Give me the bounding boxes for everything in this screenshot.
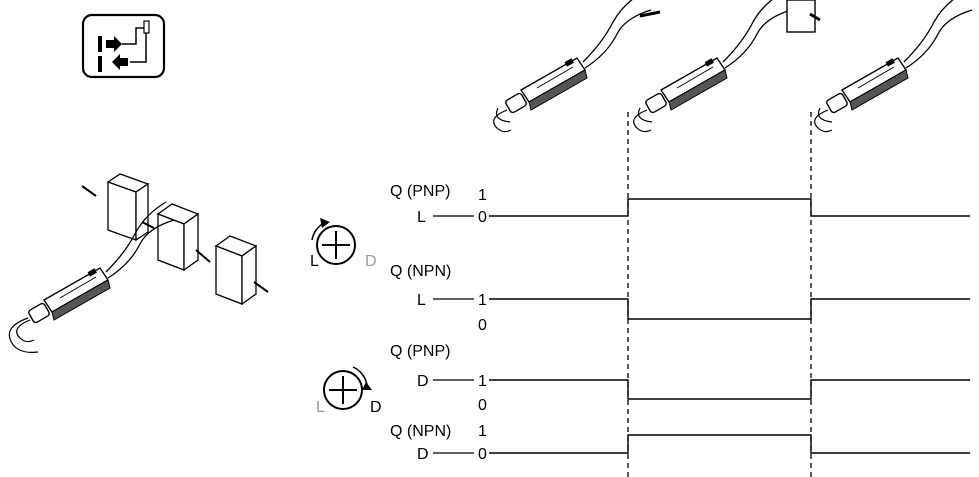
signal-title: Q (NPN): [390, 423, 451, 440]
signal-mode: L: [417, 292, 426, 309]
signal-waveform: [489, 198, 970, 217]
signal-high-label: 1: [478, 187, 487, 204]
switch-label-inactive: D: [365, 253, 377, 270]
signal-mode: L: [417, 209, 426, 226]
signal-high-label: 1: [478, 373, 487, 390]
signal-title: Q (PNP): [390, 343, 450, 360]
fiber-amplifier-icon: [492, 0, 661, 133]
rotary-switch-icon: [323, 366, 372, 410]
signal-low-label: 0: [478, 317, 487, 334]
signal-high-label: 1: [478, 292, 487, 309]
signal-waveform: [489, 298, 970, 320]
signal-low-label: 0: [478, 397, 487, 414]
fiber-amplifier-icon: [813, 0, 973, 133]
rotary-switch-icon: [311, 218, 356, 265]
switch-label-active: L: [310, 253, 319, 270]
switch-label-inactive: L: [316, 399, 325, 416]
fiber-amplifier-icon: [632, 0, 821, 133]
signal-high-label: 1: [478, 423, 487, 440]
signal-3: Q (PNP) D 1 0: [390, 343, 970, 414]
signal-title: Q (NPN): [390, 263, 451, 280]
signal-mode: D: [417, 446, 429, 463]
sensor-object-sequence-illustration: [8, 173, 269, 353]
signal-low-label: 0: [478, 209, 487, 226]
signal-waveform: [489, 434, 970, 454]
signal-2: Q (NPN) L 1 0: [390, 263, 970, 334]
signal-1: Q (PNP) 1 L 0: [390, 183, 970, 226]
signal-mode: D: [417, 373, 429, 390]
signal-4: Q (NPN) 1 D 0: [390, 423, 970, 463]
signal-low-label: 0: [478, 446, 487, 463]
signal-waveform: [489, 379, 970, 400]
teach-in-icon: [81, 13, 166, 79]
switch-label-active: D: [370, 399, 382, 416]
signal-title: Q (PNP): [390, 183, 450, 200]
